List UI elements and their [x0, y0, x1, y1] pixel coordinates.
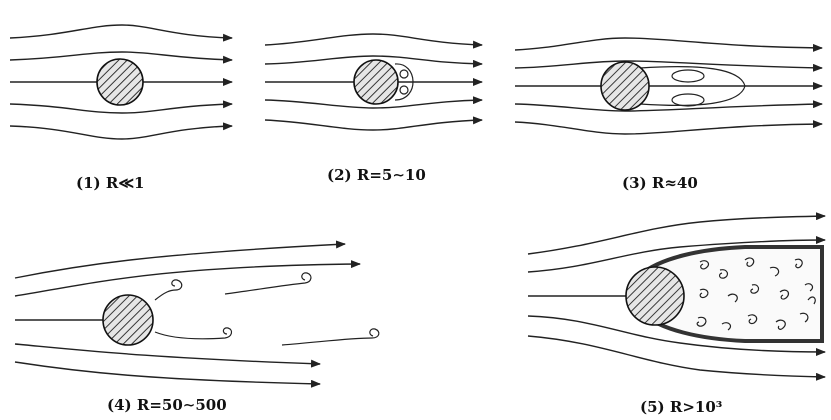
- vortex-street-eddy: [154, 279, 183, 301]
- streamline: [9, 122, 233, 140]
- vortex-street-eddy: [154, 327, 233, 340]
- streamline: [264, 116, 483, 131]
- vortex-street-eddy: [281, 328, 380, 346]
- streamline: [14, 240, 346, 279]
- panel-1-caption: (1) R≪1: [76, 174, 144, 192]
- panel-1: (1) R≪1: [9, 24, 233, 192]
- cylinder: [353, 59, 399, 105]
- streamline: [264, 96, 483, 109]
- streamline: [9, 51, 233, 64]
- vortex-street-eddy: [224, 272, 312, 295]
- panel-3: (3) R≈40: [514, 37, 823, 192]
- cylinder: [96, 58, 144, 106]
- recirculation-bubble: [394, 63, 414, 101]
- turbulent-eddies: [696, 257, 816, 331]
- streamline: [514, 60, 823, 72]
- streamline: [527, 212, 826, 255]
- panel-5: (5) R>10³: [527, 212, 826, 416]
- streamline: [264, 55, 483, 68]
- streamline: [514, 100, 823, 112]
- streamline: [14, 343, 321, 368]
- vortex: [671, 69, 705, 83]
- wake-bubble: [639, 66, 746, 106]
- streamline: [514, 37, 823, 52]
- streamline: [514, 120, 823, 135]
- streamline: [527, 236, 826, 273]
- cylinder: [102, 294, 154, 346]
- streamline: [9, 24, 233, 42]
- streamline: [9, 100, 233, 114]
- panel-4-caption: (4) R=50∼500: [107, 396, 227, 414]
- streamline: [527, 335, 826, 381]
- cylinder: [625, 266, 685, 326]
- streamline: [14, 361, 321, 388]
- streamline: [527, 315, 826, 356]
- cylinder: [600, 61, 650, 111]
- vortex: [399, 69, 409, 79]
- streamline: [14, 260, 361, 297]
- panel-2-caption: (2) R=5∼10: [327, 166, 426, 184]
- streamline: [264, 33, 483, 49]
- panel-2: (2) R=5∼10: [264, 33, 483, 184]
- panel-5-caption: (5) R>10³: [640, 398, 722, 416]
- vortex: [399, 85, 409, 95]
- vortex: [671, 93, 705, 107]
- panel-4: (4) R=50∼500: [14, 240, 380, 414]
- panel-3-caption: (3) R≈40: [622, 174, 698, 192]
